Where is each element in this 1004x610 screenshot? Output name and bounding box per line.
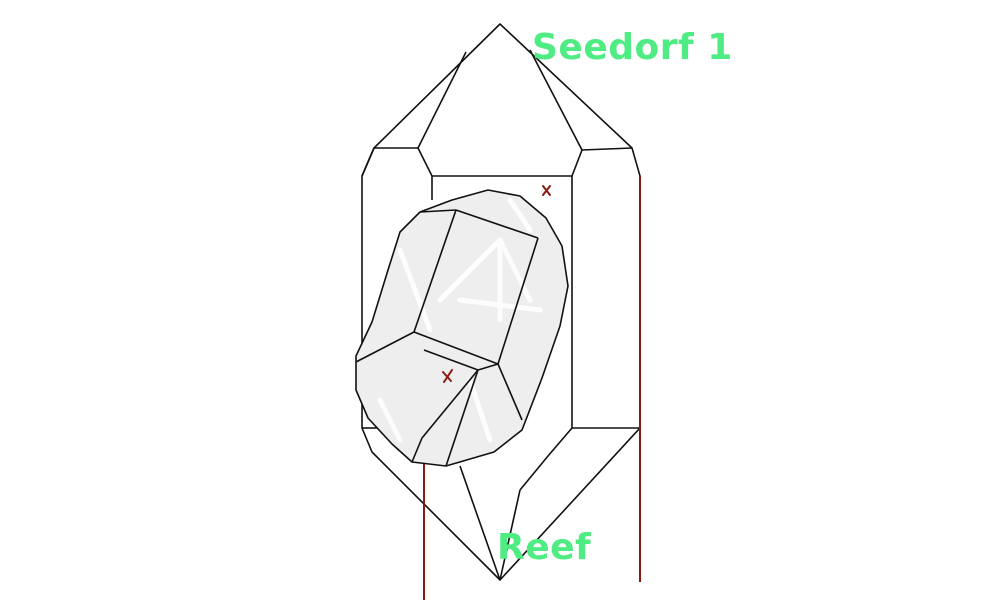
streak [467, 377, 493, 443]
facet-edge [497, 237, 539, 365]
facet-edge [445, 369, 479, 467]
large-crystal-edge [361, 147, 375, 177]
large-crystal-lower-facet-left [459, 465, 501, 581]
large-crystal-edge [417, 147, 433, 177]
large-crystal-edge [499, 489, 521, 581]
facet-edge [477, 363, 499, 371]
small-crystal-streaks [377, 197, 543, 443]
small-crystal [355, 189, 569, 467]
red-mark-top [542, 185, 551, 196]
large-crystal [361, 23, 641, 581]
facet-edge [411, 437, 423, 463]
red-marks [442, 185, 551, 383]
label-reef: Reef [497, 527, 592, 568]
facet-edge [355, 331, 415, 363]
label-seedorf: Seedorf 1 [532, 27, 733, 68]
streak [377, 397, 403, 443]
facet-edge [413, 331, 499, 365]
small-crystal-outline [355, 189, 569, 467]
facet-edge [497, 363, 523, 421]
facet-edge [419, 209, 457, 213]
large-crystal-lower-facet [519, 427, 573, 491]
streak [507, 197, 533, 233]
small-crystal-facets [355, 209, 539, 467]
red-mark-bottom [442, 369, 453, 383]
facet-edge [455, 209, 539, 239]
facet-edge [413, 209, 457, 333]
large-crystal-edge [571, 149, 583, 177]
large-crystal-prism-face [432, 175, 573, 428]
streak [397, 247, 433, 333]
